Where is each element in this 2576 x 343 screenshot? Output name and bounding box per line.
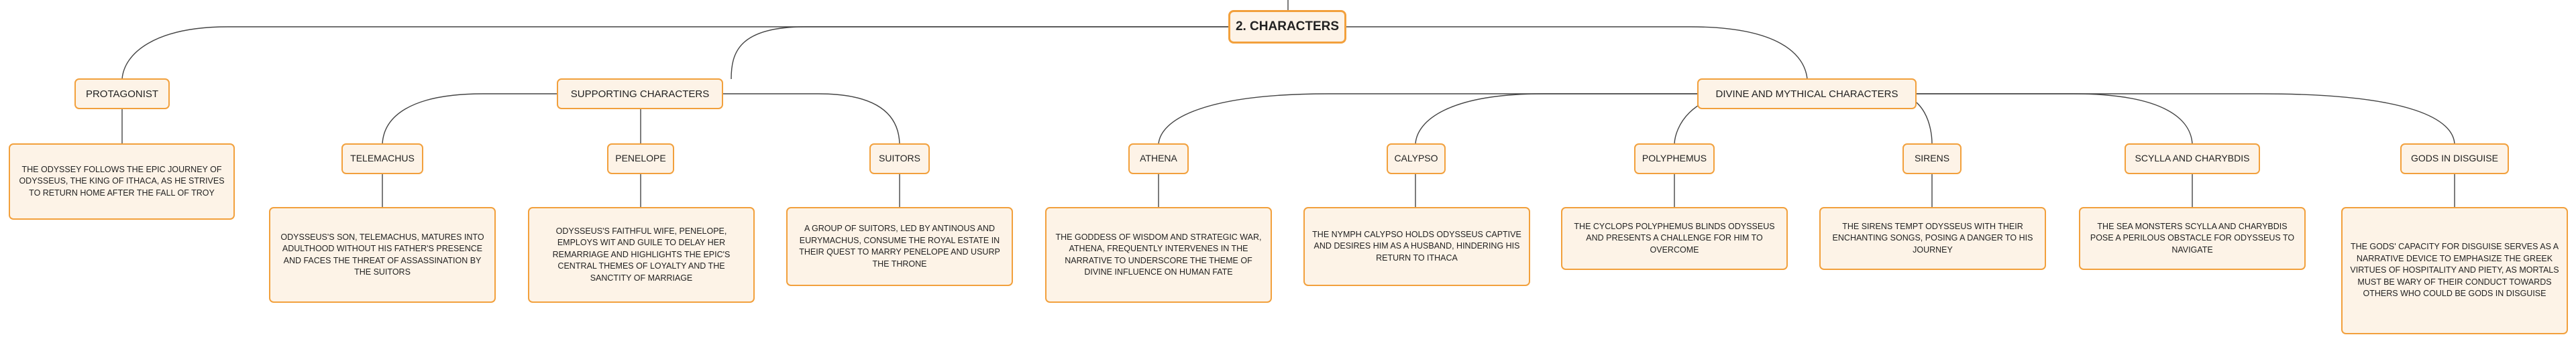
character-label: SCYLLA AND CHARYBDIS bbox=[2135, 153, 2250, 164]
category-supporting-characters[interactable]: SUPPORTING CHARACTERS bbox=[557, 78, 723, 109]
character-label: PENELOPE bbox=[615, 153, 666, 164]
character-telemachus[interactable]: TELEMACHUS bbox=[341, 143, 423, 174]
description-telemachus[interactable]: ODYSSEUS'S SON, TELEMACHUS, MATURES INTO… bbox=[269, 207, 496, 303]
description-text: ODYSSEUS'S FAITHFUL WIFE, PENELOPE, EMPL… bbox=[552, 226, 731, 283]
description-calypso[interactable]: THE NYMPH CALYPSO HOLDS ODYSSEUS CAPTIVE… bbox=[1303, 207, 1530, 286]
description-penelope[interactable]: ODYSSEUS'S FAITHFUL WIFE, PENELOPE, EMPL… bbox=[528, 207, 755, 303]
category-protagonist[interactable]: PROTAGONIST bbox=[74, 78, 170, 109]
character-label: GODS IN DISGUISE bbox=[2411, 153, 2498, 164]
description-text: THE ODYSSEY FOLLOWS THE EPIC JOURNEY OF … bbox=[19, 164, 225, 198]
description-protagonist[interactable]: THE ODYSSEY FOLLOWS THE EPIC JOURNEY OF … bbox=[9, 143, 235, 220]
connector-root-protagonist bbox=[121, 26, 1228, 80]
description-text: THE SIRENS TEMPT ODYSSEUS WITH THEIR ENC… bbox=[1832, 221, 2033, 255]
character-penelope[interactable]: PENELOPE bbox=[607, 143, 674, 174]
description-athena[interactable]: THE GODDESS OF WISDOM AND STRATEGIC WAR,… bbox=[1045, 207, 1272, 303]
category-label: SUPPORTING CHARACTERS bbox=[570, 88, 710, 100]
character-label: SUITORS bbox=[879, 153, 920, 164]
character-sirens[interactable]: SIRENS bbox=[1902, 143, 1962, 174]
description-text: THE NYMPH CALYPSO HOLDS ODYSSEUS CAPTIVE… bbox=[1312, 229, 1521, 263]
character-label: SIRENS bbox=[1914, 153, 1950, 164]
character-label: CALYPSO bbox=[1394, 153, 1438, 164]
connector-root-supporting bbox=[731, 26, 1228, 80]
character-athena[interactable]: ATHENA bbox=[1128, 143, 1189, 174]
root-label: 2. CHARACTERS bbox=[1235, 19, 1340, 33]
character-label: POLYPHEMUS bbox=[1642, 153, 1707, 164]
category-label: PROTAGONIST bbox=[85, 88, 159, 100]
character-label: TELEMACHUS bbox=[350, 153, 415, 164]
description-text: THE CYCLOPS POLYPHEMUS BLINDS ODYSSEUS A… bbox=[1574, 221, 1775, 255]
character-label: ATHENA bbox=[1140, 153, 1177, 164]
description-text: THE SEA MONSTERS SCYLLA AND CHARYBDIS PO… bbox=[2090, 221, 2295, 255]
character-polyphemus[interactable]: POLYPHEMUS bbox=[1634, 143, 1715, 174]
description-text: ODYSSEUS'S SON, TELEMACHUS, MATURES INTO… bbox=[280, 232, 484, 277]
connector-divine-calypso bbox=[1415, 93, 1697, 145]
character-gods-in-disguise[interactable]: GODS IN DISGUISE bbox=[2400, 143, 2509, 174]
character-suitors[interactable]: SUITORS bbox=[869, 143, 930, 174]
description-polyphemus[interactable]: THE CYCLOPS POLYPHEMUS BLINDS ODYSSEUS A… bbox=[1561, 207, 1788, 270]
description-sirens[interactable]: THE SIRENS TEMPT ODYSSEUS WITH THEIR ENC… bbox=[1819, 207, 2046, 270]
description-text: A GROUP OF SUITORS, LED BY ANTINOUS AND … bbox=[799, 224, 1000, 269]
description-suitors[interactable]: A GROUP OF SUITORS, LED BY ANTINOUS AND … bbox=[786, 207, 1013, 286]
description-gods-in-disguise[interactable]: THE GODS' CAPACITY FOR DISGUISE SERVES A… bbox=[2341, 207, 2568, 334]
connector-divine-scylla bbox=[1917, 93, 2193, 145]
character-scylla-charybdis[interactable]: SCYLLA AND CHARYBDIS bbox=[2125, 143, 2260, 174]
category-label: DIVINE AND MYTHICAL CHARACTERS bbox=[1715, 88, 1898, 100]
description-text: THE GODDESS OF WISDOM AND STRATEGIC WAR,… bbox=[1055, 232, 1262, 277]
connector-supporting-telemachus bbox=[382, 93, 557, 145]
connector-divine-gods bbox=[1917, 93, 2455, 145]
category-divine-mythical[interactable]: DIVINE AND MYTHICAL CHARACTERS bbox=[1697, 78, 1917, 109]
connector-root-divine bbox=[1346, 26, 1808, 80]
connector-divine-athena bbox=[1158, 93, 1697, 145]
description-text: THE GODS' CAPACITY FOR DISGUISE SERVES A… bbox=[2350, 242, 2559, 299]
root-node[interactable]: 2. CHARACTERS bbox=[1228, 10, 1346, 44]
character-calypso[interactable]: CALYPSO bbox=[1387, 143, 1446, 174]
connector-supporting-suitors bbox=[723, 93, 900, 145]
description-scylla-charybdis[interactable]: THE SEA MONSTERS SCYLLA AND CHARYBDIS PO… bbox=[2079, 207, 2306, 270]
